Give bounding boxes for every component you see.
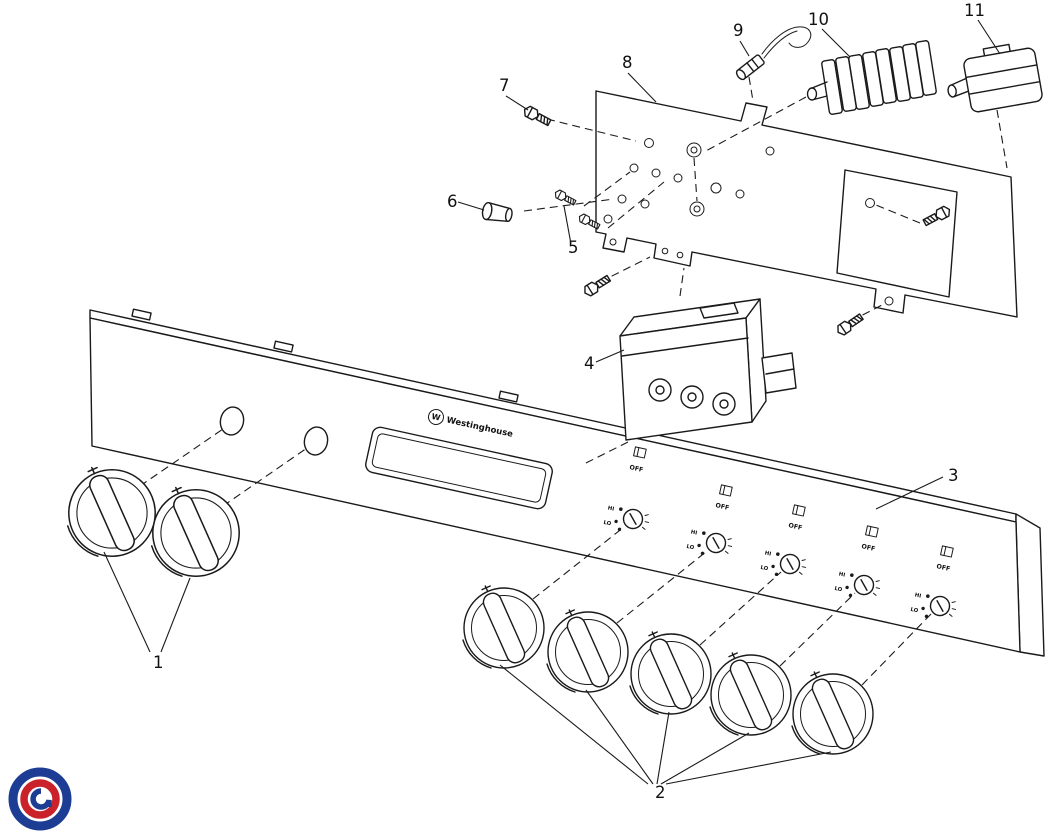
assembly-guide-lines-lower [139, 428, 932, 686]
callout-10: 10 [808, 10, 829, 29]
panel-knob-position: HI LO [603, 505, 650, 532]
switch-indicator: OFF [715, 484, 733, 512]
callout-11: 11 [964, 1, 985, 20]
off-label: OFF [629, 464, 644, 474]
hi-label: HI [690, 529, 698, 536]
spacer-bushing [481, 201, 513, 223]
burner-knob [791, 667, 874, 755]
hi-label: HI [914, 592, 922, 599]
backing-plate [595, 90, 1018, 318]
timer-module [619, 298, 797, 441]
hi-label: HI [764, 550, 772, 557]
lo-label: LO [686, 544, 695, 552]
callout-7: 7 [499, 76, 510, 95]
callout-9: 9 [733, 21, 744, 40]
panel-knob-position: HI LO [834, 571, 881, 598]
callout-3: 3 [948, 466, 959, 485]
hi-label: HI [607, 505, 615, 512]
off-label: OFF [936, 563, 951, 573]
mounting-screw [834, 311, 866, 338]
off-label: OFF [715, 502, 730, 512]
panel-knob-position: HI LO [910, 592, 957, 619]
plate-holes [603, 138, 894, 306]
lo-label: LO [834, 586, 843, 594]
panel-knob-position: HI LO [760, 550, 807, 577]
westinghouse-monogram-icon: W [431, 412, 442, 423]
lo-label: LO [760, 565, 769, 573]
burner-knob [629, 627, 712, 715]
switch-indicator: OFF [861, 525, 879, 553]
mounting-screw [521, 103, 553, 129]
switch-indicator: OFF [788, 504, 806, 532]
callout-8: 8 [622, 53, 633, 72]
callout-5: 5 [568, 238, 579, 257]
switch-indicator: OFF [629, 446, 647, 474]
burner-knob [462, 581, 545, 669]
display-window [365, 426, 553, 510]
lo-label: LO [603, 520, 612, 528]
callout-1: 1 [153, 653, 164, 672]
panel-knob-position: HI LO [686, 529, 733, 556]
off-label: OFF [788, 522, 803, 532]
callout-2: 2 [655, 783, 666, 802]
selector-switch [947, 43, 1043, 113]
off-label: OFF [861, 543, 876, 553]
burner-knob [546, 605, 629, 693]
switch-indicator: OFF [936, 545, 954, 573]
burner-knob [66, 462, 156, 557]
assembly-guide-lines-upper [523, 76, 1008, 322]
hi-label: HI [838, 571, 846, 578]
lo-label: LO [910, 607, 919, 615]
watermark-logo [8, 767, 72, 831]
burner-knob [709, 648, 792, 736]
callout-6: 6 [447, 192, 458, 211]
mounting-screw [552, 188, 578, 208]
callout-4: 4 [584, 354, 595, 373]
terminal-block [806, 40, 937, 115]
callout-leader-lines [103, 19, 1001, 785]
knob-shaft-hole [303, 426, 329, 456]
mounting-screw [581, 272, 613, 299]
knob-shaft-hole [219, 406, 245, 436]
oven-sensor [735, 26, 812, 81]
burner-knob [150, 482, 240, 577]
control-panel: W Westinghouse OFF OFF OFF OFF [89, 308, 1045, 657]
